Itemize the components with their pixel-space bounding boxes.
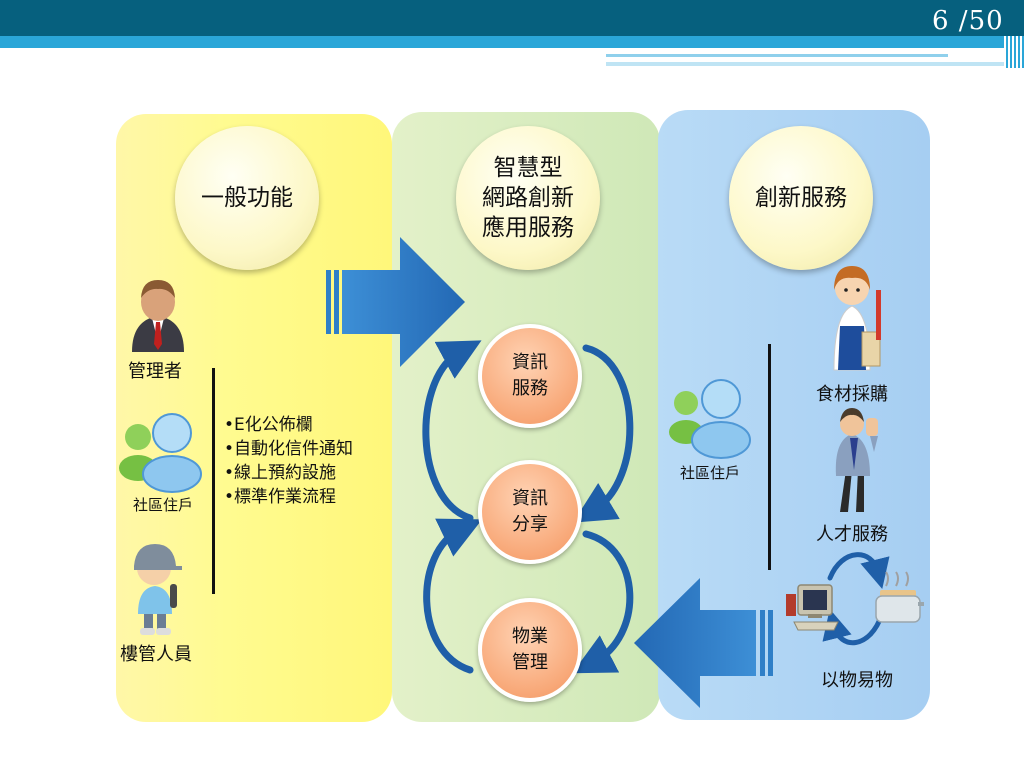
cycle-arrows [422,340,634,674]
smart-services-circle: 智慧型 網路創新 應用服務 [456,126,600,270]
page-number: 6 /50 [932,6,1004,36]
info-service-node: 資訊 服務 [478,324,582,428]
businessman-icon [132,280,184,352]
general-functions-title: 一般功能 [201,185,293,211]
property-management-node: 物業 管理 [478,598,582,702]
general-functions-circle: 一般功能 [175,126,319,270]
swap-arrows [822,552,890,646]
service-food-purchase-label: 食材採購 [816,384,888,405]
role-manager-label: 管理者 [128,361,182,382]
feature-item: •自動化信件通知 [224,439,354,459]
innovation-services-circle: 創新服務 [729,126,873,270]
arrow-right-block [326,237,465,367]
users-icon [669,379,751,459]
feature-item: •E化公佈欄 [224,415,313,435]
role-building-staff-label: 樓管人員 [120,644,192,665]
worker-icon [134,544,182,635]
toaster-icon [875,571,924,623]
general-features-list: •E化公佈欄 •自動化信件通知 •線上預約設施 •標準作業流程 [224,413,353,509]
smart-services-title: 智慧型 網路創新 應用服務 [482,155,574,241]
header-bar [0,0,1024,36]
info-sharing-node: 資訊 分享 [478,460,582,564]
feature-item: •線上預約設施 [224,463,337,483]
innovation-resident-label: 社區住戶 [680,464,741,482]
service-barter-label: 以物易物 [821,670,893,691]
header-decor-line [606,54,948,57]
shopper-icon [833,266,881,371]
computer-icon [786,584,839,631]
node-label: 資訊 分享 [512,488,548,535]
header-accent-bar [0,36,1024,48]
role-resident-label: 社區住戶 [133,496,194,514]
service-talent-label: 人才服務 [816,524,888,545]
header-decor-line [606,62,1024,66]
divider-line [212,368,215,594]
node-label: 資訊 服務 [512,352,548,399]
innovation-services-title: 創新服務 [755,185,847,211]
feature-item: •標準作業流程 [224,487,337,507]
node-label: 物業 管理 [512,626,548,673]
arrow-left-block [634,578,773,708]
divider-line [768,344,771,570]
professional-icon [835,408,878,512]
header-decor-stripes [1004,36,1024,68]
users-icon [119,413,202,493]
